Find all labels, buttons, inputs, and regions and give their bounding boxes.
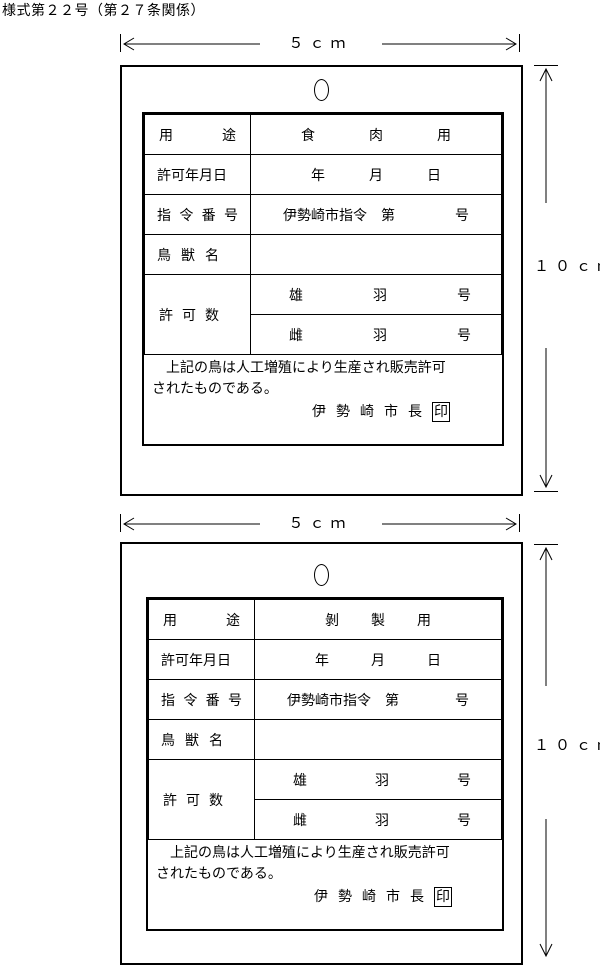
signature-line: 伊勢崎市長印: [314, 886, 452, 907]
value-purpose: 剝製用: [254, 599, 502, 640]
permit-card: 用途 剝製用 許可年月日 年月日 指令番号 伊勢崎市指令 第号 鳥獣名 許可数: [120, 542, 523, 965]
certification-note: 上記の鳥は人工増殖により生産され販売許可 されたものである。: [156, 845, 450, 882]
width-label: ５ｃｍ: [288, 34, 352, 52]
height-arrow-icon: [534, 65, 558, 492]
label-purpose: 用途: [144, 114, 251, 155]
hang-hole-icon: [314, 79, 329, 101]
value-male-count: 雄羽号: [254, 759, 502, 800]
value-order-number: 伊勢崎市指令 第号: [254, 679, 502, 720]
value-bird-name: [254, 719, 502, 760]
value-female-count: 雌羽号: [254, 799, 502, 840]
value-permit-date: 年月日: [254, 639, 502, 680]
width-dimension: ５ｃｍ: [120, 512, 520, 536]
label-order-number: 指令番号: [148, 679, 255, 720]
permit-table: 用途 食肉用 許可年月日 年月日 指令番号 伊勢崎市指令 第号 鳥獣名 許可数: [142, 112, 504, 446]
label-permit-count: 許可数: [148, 759, 255, 840]
value-bird-name: [250, 234, 502, 275]
form-title: 様式第２２号（第２７条関係）: [2, 3, 205, 19]
height-arrow-icon: [534, 544, 558, 958]
height-dimension: １０ｃｍ: [530, 544, 600, 965]
value-permit-date: 年月日: [250, 154, 502, 195]
height-dimension: １０ｃｍ: [530, 65, 600, 496]
permit-card: 用途 食肉用 許可年月日 年月日 指令番号 伊勢崎市指令 第号 鳥獣名 許可数: [120, 65, 523, 496]
height-label: １０ｃｍ: [534, 736, 600, 754]
value-female-count: 雌羽号: [250, 314, 502, 355]
width-dimension: ５ｃｍ: [120, 32, 520, 56]
width-arrow-icon: [123, 37, 517, 51]
value-male-count: 雄羽号: [250, 274, 502, 315]
signer-name: 伊勢崎市長: [314, 889, 434, 905]
label-permit-date: 許可年月日: [148, 639, 255, 680]
label-permit-count: 許可数: [144, 274, 251, 355]
signature-line: 伊勢崎市長印: [312, 401, 450, 422]
label-bird-name: 鳥獣名: [144, 234, 251, 275]
label-permit-date: 許可年月日: [144, 154, 251, 195]
width-label: ５ｃｍ: [288, 514, 352, 532]
value-purpose: 食肉用: [250, 114, 502, 155]
signer-name: 伊勢崎市長: [312, 404, 432, 420]
value-order-number: 伊勢崎市指令 第号: [250, 194, 502, 235]
label-bird-name: 鳥獣名: [148, 719, 255, 760]
label-purpose: 用途: [148, 599, 255, 640]
height-label: １０ｃｍ: [534, 257, 600, 275]
width-arrow-icon: [123, 517, 517, 531]
permit-table: 用途 剝製用 許可年月日 年月日 指令番号 伊勢崎市指令 第号 鳥獣名 許可数: [146, 597, 504, 931]
certification-note: 上記の鳥は人工増殖により生産され販売許可 されたものである。: [152, 360, 446, 397]
seal-stamp: 印: [434, 887, 452, 907]
hang-hole-icon: [314, 564, 329, 586]
seal-stamp: 印: [432, 402, 450, 422]
label-order-number: 指令番号: [144, 194, 251, 235]
